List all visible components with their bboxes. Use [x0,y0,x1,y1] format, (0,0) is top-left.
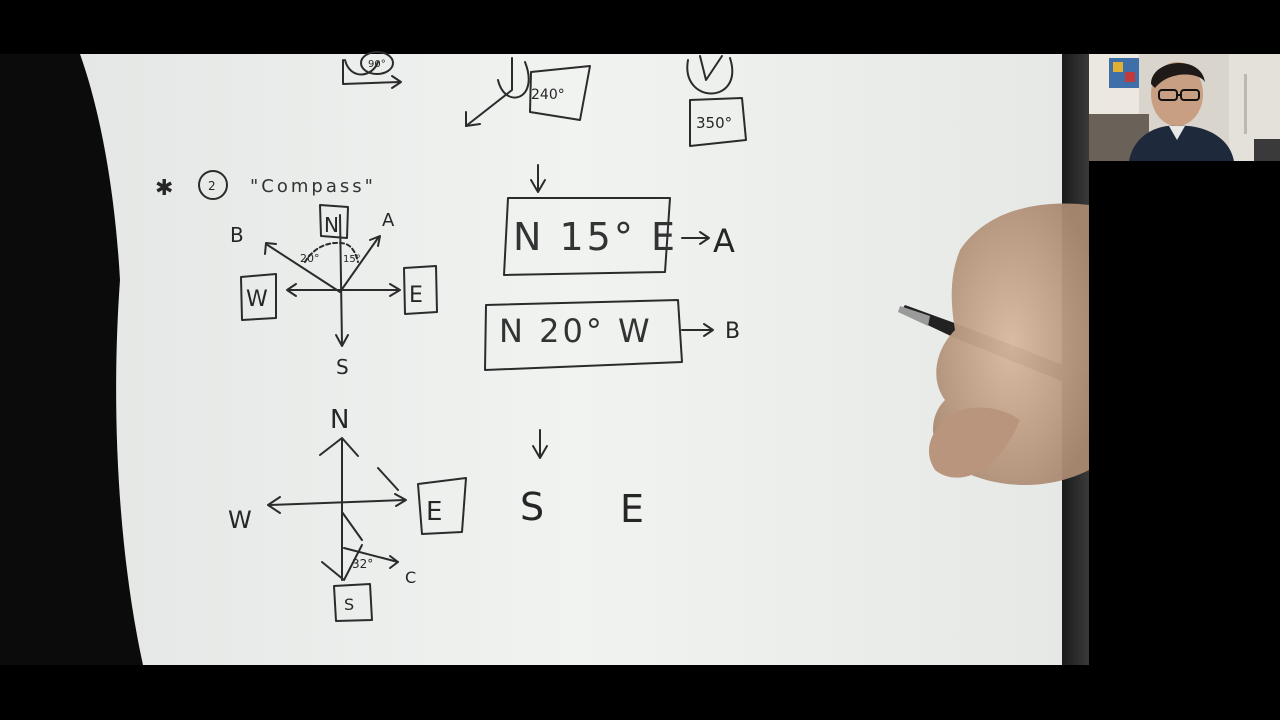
compass2-angle-c: 32° [352,557,373,571]
compass1-angle-a: 15° [343,254,361,265]
compass2-south: S [344,595,354,614]
bearing-answers: N 15° E A N 20° W B [484,164,740,371]
bearing-a-text: N 15° E [513,215,678,259]
top-angle-2-label: 240° [531,87,565,103]
compass-diagram-1: N W E S A B 20° 15° [230,204,438,379]
top-angle-1-label: 90° [368,59,386,70]
presenter-webcam-image [1089,54,1280,161]
presenter-hand-with-pen [898,203,1089,485]
item-2-heading: ✱ 2 "Compass" [155,170,376,201]
bearing-b-target: B [725,319,740,344]
compass-diagram-2: N W E S 32° C [228,405,467,622]
asterisk-marker: ✱ [155,176,173,201]
bearing-c-partial-2: E [620,487,644,531]
webcam-overlay [1089,54,1280,161]
compass2-north: N [330,405,349,435]
bearing-c-partial-1: S [520,485,544,529]
letterbox-bottom [0,665,1280,720]
paper-sheet [80,54,1075,665]
compass2-point-c: C [405,568,416,587]
compass1-point-b: B [230,223,244,247]
compass2-east: E [426,497,442,527]
top-angle-sketches: 90° 240° 350° [342,51,747,147]
compass1-angle-b: 20° [300,252,320,265]
compass1-east: E [409,283,423,308]
compass1-point-a: A [382,210,395,231]
letterbox-top [0,0,1280,54]
compass1-north: N [324,213,339,237]
item-number: 2 [208,179,216,193]
top-angle-3-label: 350° [696,114,732,132]
compass-heading: "Compass" [250,176,376,197]
bearing-b-text: N 20° W [499,312,653,350]
compass1-west: W [246,287,268,312]
bearing-c-partial: S E [520,429,644,531]
compass2-west: W [228,506,252,534]
bearing-a-target: A [713,222,735,260]
compass1-south: S [336,355,349,379]
